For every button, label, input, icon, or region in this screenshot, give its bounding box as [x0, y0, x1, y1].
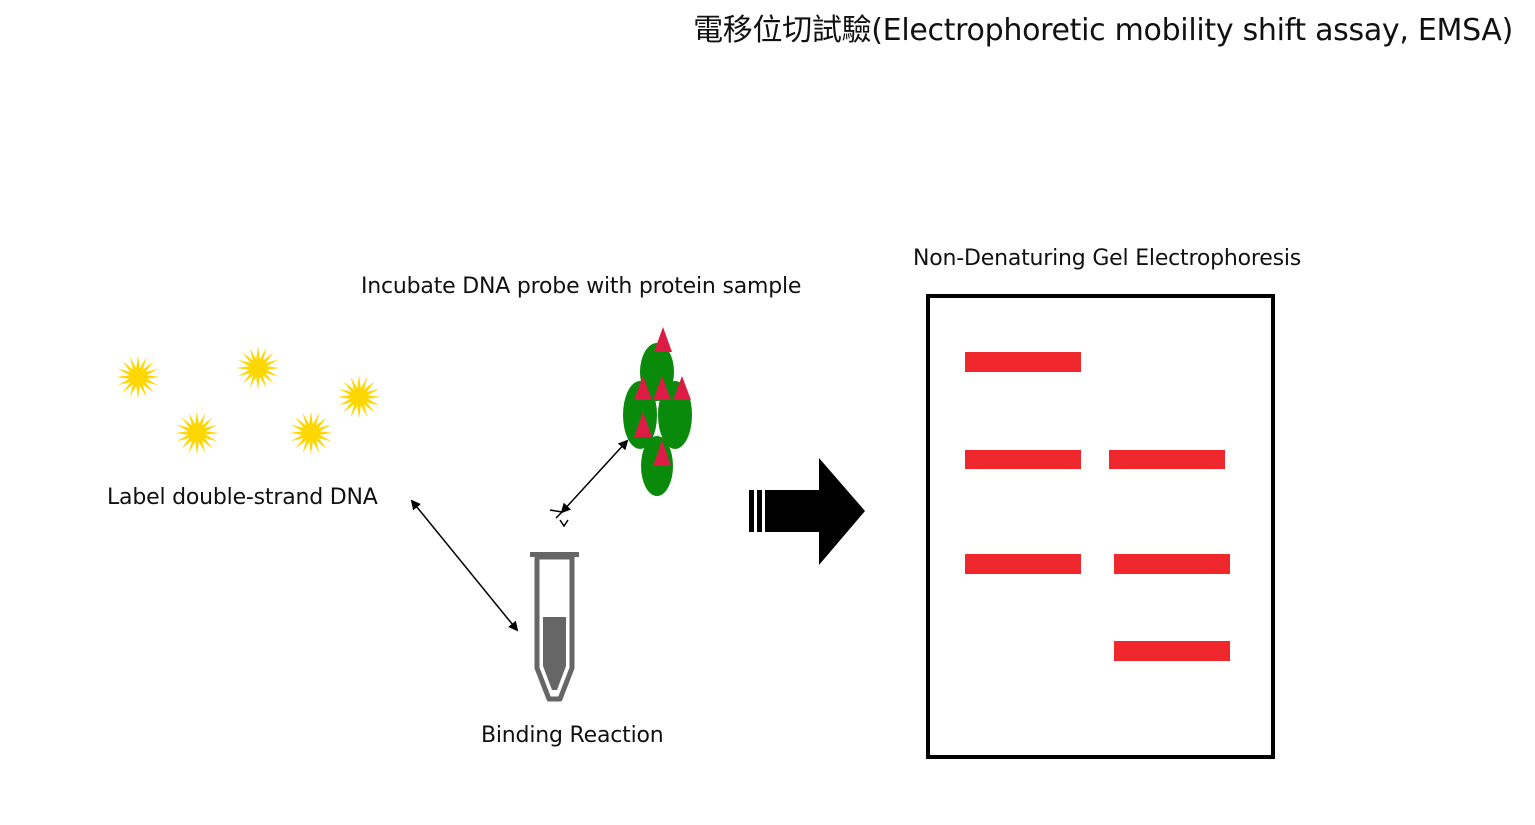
gel-band: [1114, 641, 1230, 661]
gel-electrophoresis-label: Non-Denaturing Gel Electrophoresis: [913, 246, 1302, 271]
dna-probe-group: [116, 346, 381, 455]
incubate-step-label: Incubate DNA probe with protein sample: [361, 274, 802, 299]
binding-reaction-label: Binding Reaction: [481, 723, 664, 748]
starburst-icon: [116, 355, 160, 399]
labeled-dna-label: Label double-strand DNA: [107, 485, 378, 510]
gel-box: [926, 294, 1275, 759]
binding-point-icon: [549, 509, 569, 528]
page-title: 電移位切試驗(Electrophoretic mobility shift as…: [693, 13, 1513, 48]
block-arrow-right-icon: [749, 458, 865, 565]
dna-to-tube-arrow: [410, 499, 519, 632]
protein-to-tube-arrow: [560, 439, 629, 514]
starburst-icon: [236, 346, 280, 390]
gel-band: [1114, 554, 1230, 574]
gel-lane-1: [965, 352, 1081, 574]
starburst-icon: [289, 411, 333, 455]
starburst-icon: [175, 411, 219, 455]
protein-complex-icon: [623, 327, 692, 496]
gel-lane-2: [1109, 450, 1230, 661]
gel-band: [1109, 450, 1225, 469]
gel-band: [965, 352, 1081, 372]
gel-band: [965, 450, 1081, 469]
microcentrifuge-tube-icon: [530, 552, 579, 702]
gel-band: [965, 554, 1081, 574]
starburst-icon: [337, 375, 381, 419]
